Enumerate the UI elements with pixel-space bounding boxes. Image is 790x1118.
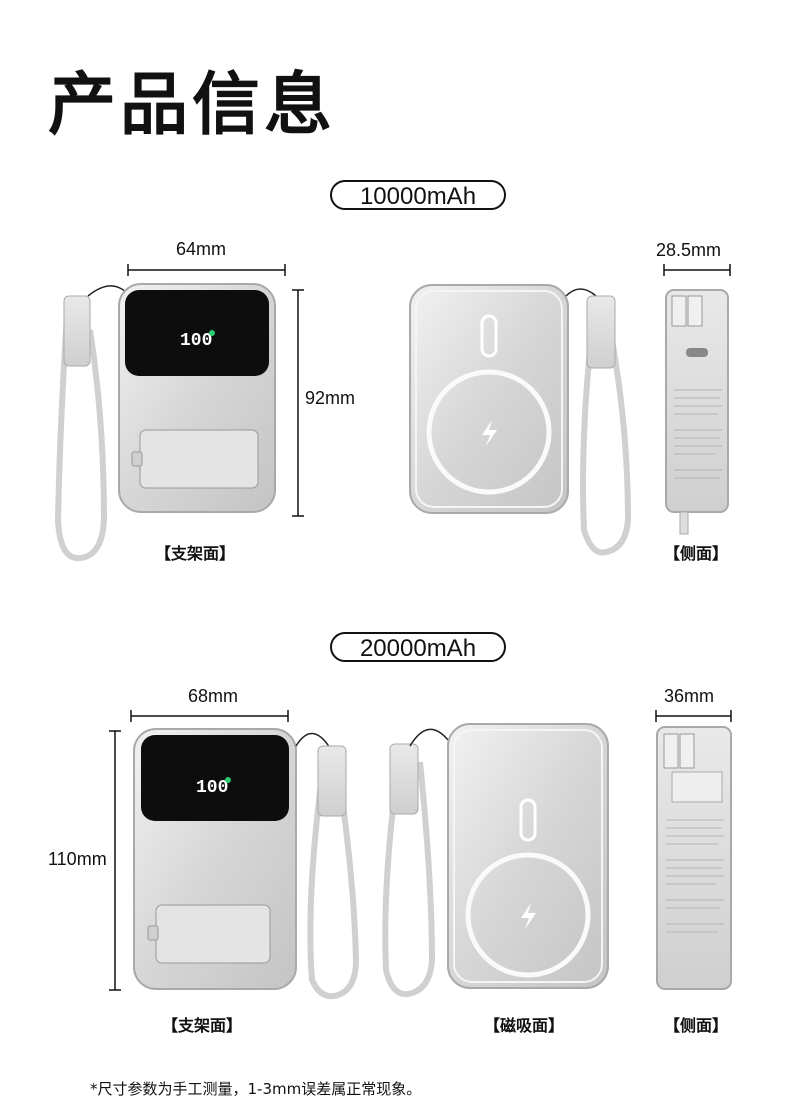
thickness-dimension-20000: [655, 710, 732, 722]
powerbank-side-20000: [656, 726, 732, 990]
height-label-10000: 92mm: [305, 388, 356, 408]
thickness-dimension-10000: [663, 264, 731, 276]
powerbank-stand-face-20000: 100: [133, 728, 360, 1000]
caption-stand-20000: 【支架面】: [162, 1016, 243, 1035]
capacity-badge-20000: 20000mAh: [330, 632, 506, 662]
page-title: 产品信息: [48, 66, 337, 145]
capacity-badge-10000: 10000mAh: [330, 180, 506, 210]
display-reading-20000: 100: [196, 778, 228, 798]
height-dimension-20000: [109, 730, 121, 991]
thickness-label-10000: 28.5mm: [656, 240, 722, 260]
caption-stand-10000: 【支架面】: [155, 544, 236, 563]
width-dimension-10000: [127, 264, 286, 276]
width-label-10000: 64mm: [176, 239, 227, 259]
powerbank-side-10000: [665, 289, 729, 535]
thickness-label-20000: 36mm: [664, 686, 715, 706]
caption-side-10000: 【侧面】: [664, 544, 729, 563]
powerbank-magnetic-face-10000: [409, 284, 632, 556]
width-dimension-20000: [130, 710, 289, 722]
powerbank-magnetic-face-20000: [382, 723, 609, 998]
height-label-20000: 110mm: [48, 849, 107, 869]
height-dimension-10000: [292, 289, 304, 517]
display-reading-10000: 100: [180, 331, 212, 351]
width-label-20000: 68mm: [188, 686, 239, 706]
caption-side-20000: 【侧面】: [664, 1016, 729, 1035]
footnote: *尺寸参数为手工测量，1-3mm误差属正常现象。: [90, 1080, 422, 1098]
caption-magnetic-20000: 【磁吸面】: [484, 1016, 565, 1035]
powerbank-stand-face-10000: 100: [54, 283, 276, 562]
